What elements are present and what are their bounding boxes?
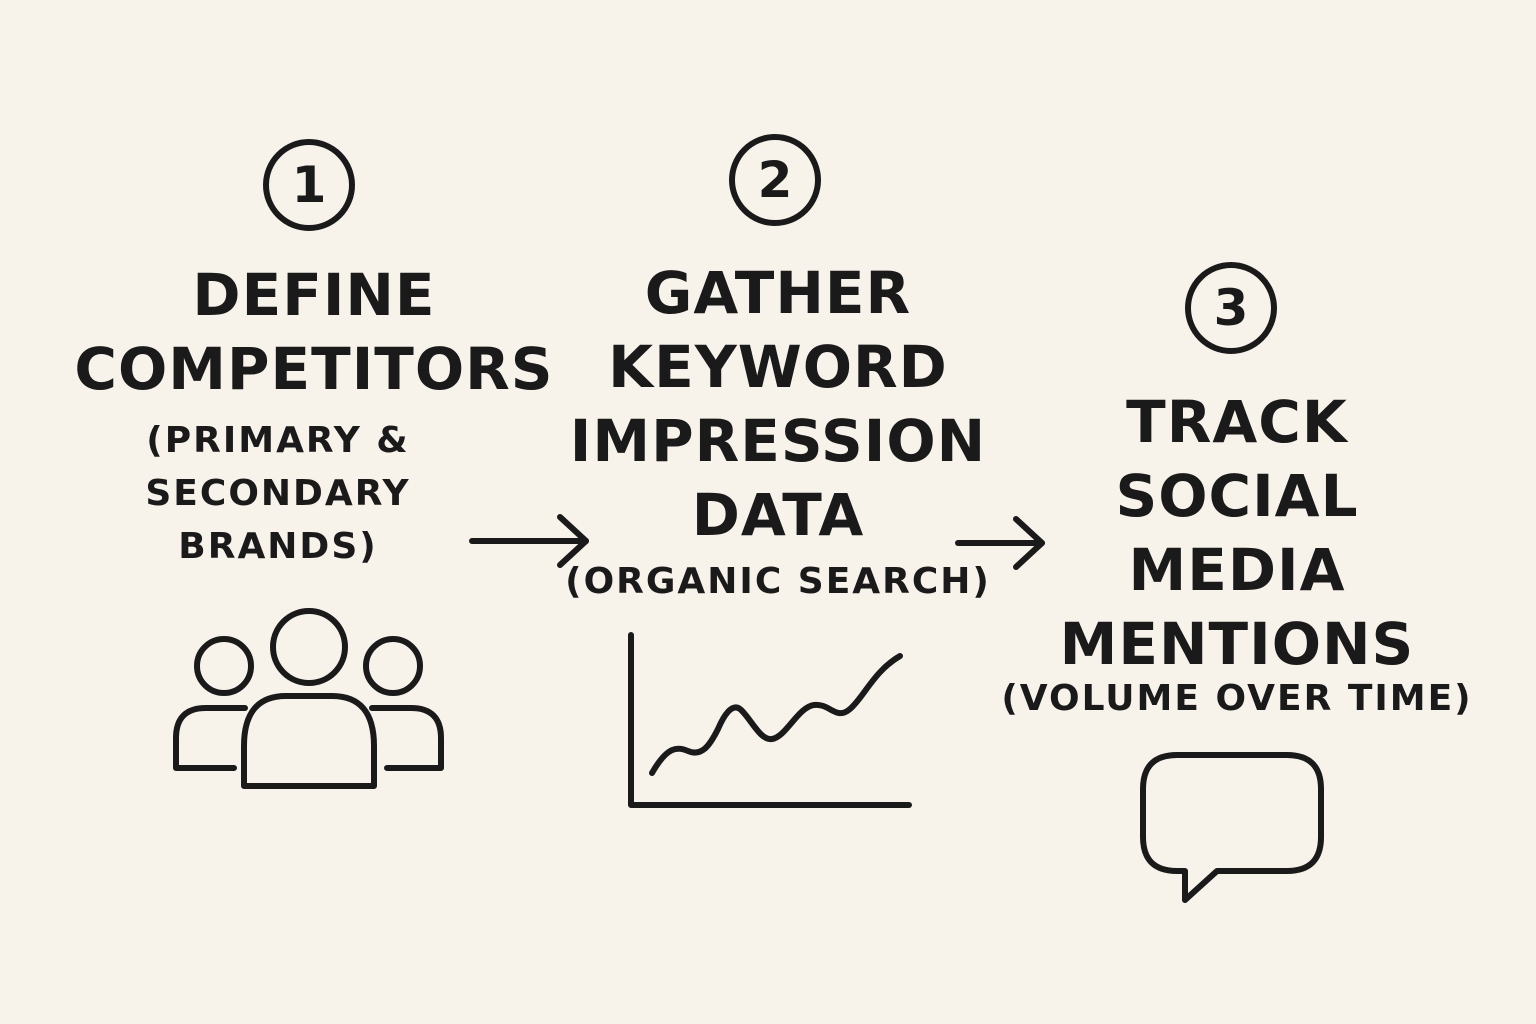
line-chart-icon <box>628 632 912 808</box>
step-1-subtitle-line: BRANDS) <box>178 526 378 567</box>
step-1-number-badge: 1 <box>263 139 355 231</box>
step-2-subtitle-line: (ORGANIC SEARCH) <box>565 561 991 602</box>
arrow-right-icon <box>955 516 1045 570</box>
step-3-number-badge: 3 <box>1185 262 1277 354</box>
step-3-title-line: MENTIONS <box>1059 610 1415 678</box>
step-3-title-line: MEDIA <box>1128 536 1346 604</box>
step-3-title-line: SOCIAL <box>1115 462 1359 530</box>
step-3-subtitle-line: (VOLUME OVER TIME) <box>1001 678 1473 719</box>
step-2-subtitle: (ORGANIC SEARCH) <box>565 555 991 608</box>
step-1-subtitle-line: SECONDARY <box>145 473 411 514</box>
step-2-number-badge: 2 <box>729 134 821 226</box>
step-2-title-line: KEYWORD <box>608 333 948 401</box>
step-1-subtitle: (PRIMARY & SECONDARY BRANDS) <box>145 414 410 573</box>
step-3-subtitle: (VOLUME OVER TIME) <box>1001 672 1472 725</box>
step-3-title-line: TRACK <box>1126 388 1348 456</box>
step-2-title-line: DATA <box>691 481 865 549</box>
step-1-subtitle-line: (PRIMARY & <box>146 420 410 461</box>
step-1-title: DEFINE COMPETITORS <box>74 258 553 406</box>
speech-bubble-icon <box>1140 752 1324 903</box>
step-2-title: GATHER KEYWORD IMPRESSION DATA <box>570 256 986 552</box>
step-1-title-line: COMPETITORS <box>74 335 554 403</box>
people-group-icon <box>173 608 444 789</box>
step-1-title-line: DEFINE <box>192 261 436 329</box>
step-3-title: TRACK SOCIAL MEDIA MENTIONS <box>1060 385 1415 681</box>
step-2-title-line: GATHER <box>644 259 912 327</box>
step-2-title-line: IMPRESSION <box>569 407 987 475</box>
arrow-right-icon <box>469 514 589 568</box>
